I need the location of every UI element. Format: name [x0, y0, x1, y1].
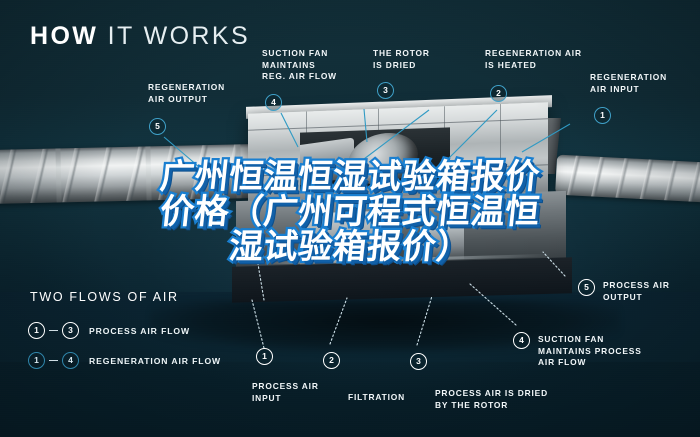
- callout-marker-suction-fan-process-air-flow[interactable]: 4: [513, 332, 530, 349]
- callout-marker-process-air-output[interactable]: 5: [578, 279, 595, 296]
- callout-label-process-air-output: PROCESS AIR OUTPUT: [603, 280, 670, 302]
- callout-label-process-air-is-dried: PROCESS AIR IS DRIED BY THE ROTOR: [435, 388, 549, 410]
- title-bold: HOW: [30, 22, 99, 50]
- callout-label-filtration: FILTRATION: [348, 392, 406, 402]
- legend-dash: [49, 329, 58, 332]
- callout-label-regeneration-air-output: REGENERATION AIR OUTPUT: [148, 82, 226, 104]
- legend-circle-from: 1: [28, 322, 45, 339]
- callout-label-suction-fan-reg-air-flow: SUCTION FAN MAINTAINS REG. AIR FLOW: [262, 48, 337, 82]
- callout-label-process-air-input: PROCESS AIR INPUT: [252, 381, 319, 403]
- legend-circle-to: 4: [62, 352, 79, 369]
- callout-label-the-rotor-is-dried: THE ROTOR IS DRIED: [373, 48, 430, 70]
- callout-marker-regeneration-air-output[interactable]: 5: [149, 118, 166, 135]
- callout-label-suction-fan-process-air-flow: SUCTION FAN MAINTAINS PROCESS AIR FLOW: [538, 334, 642, 368]
- callout-marker-regeneration-air-input[interactable]: 1: [594, 107, 611, 124]
- callout-marker-the-rotor-is-dried[interactable]: 3: [377, 82, 394, 99]
- page-title: HOW IT WORKS: [30, 24, 250, 49]
- legend-row-regeneration-air-flow: 1 4 REGENERATION AIR FLOW: [28, 352, 221, 369]
- legend-circle-to: 3: [62, 322, 79, 339]
- legend-circle-from: 1: [28, 352, 45, 369]
- legend-dash: [49, 359, 58, 362]
- callout-marker-process-air-is-dried[interactable]: 3: [410, 353, 427, 370]
- callout-marker-regeneration-air-is-heated[interactable]: 2: [490, 85, 507, 102]
- callout-marker-filtration[interactable]: 2: [323, 352, 340, 369]
- legend-title: TWO FLOWS OF AIR: [30, 290, 179, 304]
- callout-marker-process-air-input[interactable]: 1: [256, 348, 273, 365]
- callout-label-regeneration-air-input: REGENERATION AIR INPUT: [590, 72, 668, 94]
- callout-label-regeneration-air-is-heated: REGENERATION AIR IS HEATED: [485, 48, 582, 70]
- legend-label-process-air-flow: PROCESS AIR FLOW: [89, 325, 190, 336]
- legend-row-process-air-flow: 1 3 PROCESS AIR FLOW: [28, 322, 190, 339]
- title-light: IT WORKS: [107, 22, 251, 50]
- legend-label-regeneration-air-flow: REGENERATION AIR FLOW: [89, 355, 222, 366]
- callout-marker-suction-fan-reg-air-flow[interactable]: 4: [265, 94, 282, 111]
